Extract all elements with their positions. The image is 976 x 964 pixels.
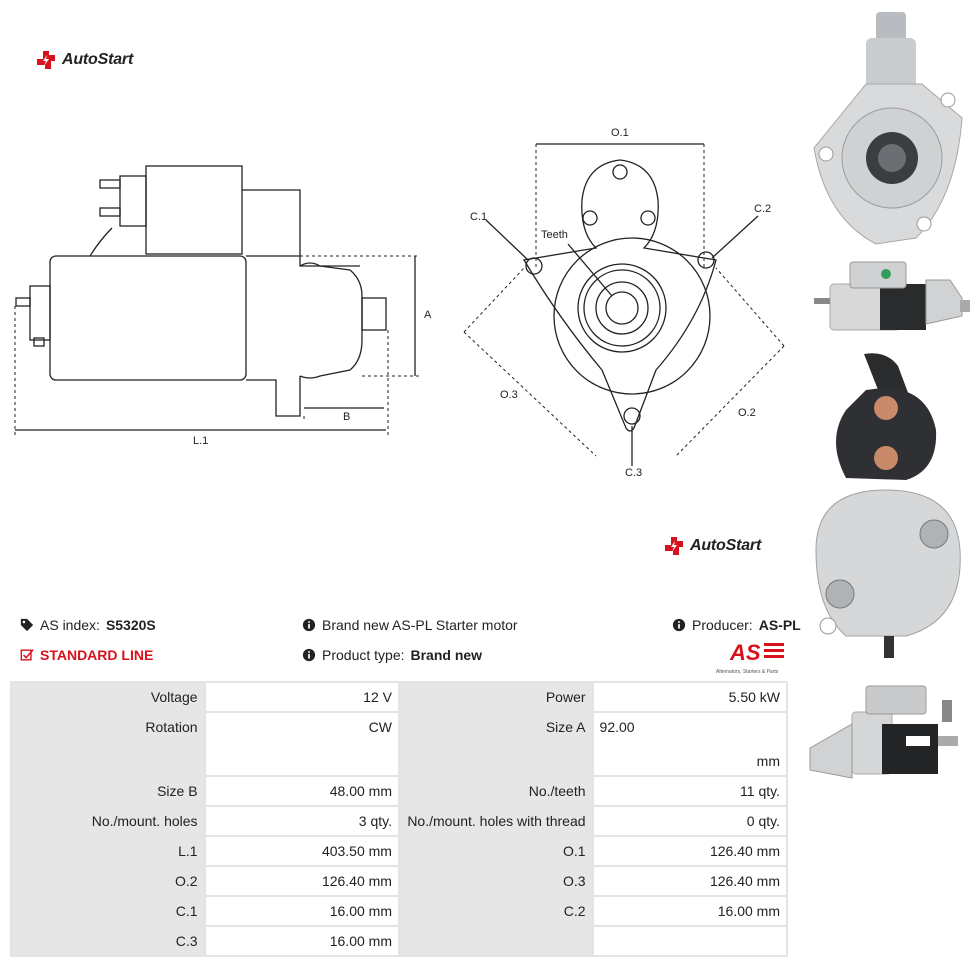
spec-value-unit: mm xyxy=(756,753,780,769)
check-square-icon xyxy=(20,649,34,661)
line-label: STANDARD LINE xyxy=(40,647,154,663)
product-description: Brand new AS-PL Starter motor xyxy=(302,617,518,633)
label-c1: C.1 xyxy=(470,211,487,223)
label-c2: C.2 xyxy=(754,203,771,215)
spec-label xyxy=(397,925,594,957)
flange-outline xyxy=(522,159,717,432)
spec-label: L.1 xyxy=(10,835,206,867)
label-l1: L.1 xyxy=(193,435,208,447)
spec-label: Voltage xyxy=(10,681,206,713)
product-type-value: Brand new xyxy=(410,647,483,663)
spec-label: O.1 xyxy=(397,835,594,867)
solenoid xyxy=(145,165,243,255)
product-photo-side[interactable] xyxy=(810,244,970,340)
info-icon xyxy=(672,618,686,632)
autostart-logo: AutoStart xyxy=(36,50,133,70)
spec-value: 11 qty. xyxy=(591,775,789,807)
as-index-value[interactable]: S5320S xyxy=(105,617,156,633)
spec-label: Power xyxy=(397,681,594,713)
logo-text: AutoStart xyxy=(690,537,762,554)
label-a: A xyxy=(424,309,432,321)
spec-value: 92.00 mm xyxy=(591,711,789,777)
product-type: Product type: Brand new xyxy=(302,647,482,663)
spec-value-number: 92.00 xyxy=(599,719,635,735)
spec-label: O.2 xyxy=(10,865,206,897)
spec-label: O.3 xyxy=(397,865,594,897)
autostart-logo-icon xyxy=(665,537,683,555)
spec-value: 126.40 mm xyxy=(591,835,789,867)
spec-value: 126.40 mm xyxy=(591,865,789,897)
spec-value: CW xyxy=(203,711,400,777)
product-type-label: Product type: xyxy=(322,647,405,663)
spec-value: 48.00 mm xyxy=(203,775,400,807)
spec-value: 16.00 mm xyxy=(591,895,789,927)
tags-icon xyxy=(20,618,34,632)
product-photo-rear[interactable] xyxy=(806,350,966,670)
spec-value: 16.00 mm xyxy=(203,895,400,927)
as-pl-logo: AS Alternators, Starters & Parts xyxy=(716,640,792,675)
svg-text:AS: AS xyxy=(729,640,761,664)
spec-label: Size A xyxy=(397,711,594,777)
spec-label: Size B xyxy=(10,775,206,807)
logo-text: AutoStart xyxy=(62,51,134,68)
technical-drawing: A B L.1 O.1 O.2 O.3 C.1 C.2 C.3 Teeth xyxy=(14,127,785,479)
line-badge: STANDARD LINE xyxy=(20,647,153,663)
product-desc-text: Brand new AS-PL Starter motor xyxy=(322,617,518,633)
spec-label: C.2 xyxy=(397,895,594,927)
as-pl-logo-mark: AS xyxy=(729,640,784,665)
producer-label: Producer: xyxy=(692,617,753,633)
spec-value xyxy=(591,925,789,957)
spec-value: 126.40 mm xyxy=(203,865,400,897)
spec-label: No./mount. holes xyxy=(10,805,206,837)
spec-value: 16.00 mm xyxy=(203,925,400,957)
producer: Producer: AS-PL xyxy=(672,617,801,633)
as-index: AS index: S5320S xyxy=(20,617,156,633)
spec-label: Rotation xyxy=(10,711,206,777)
spec-label: C.1 xyxy=(10,895,206,927)
spec-label: No./teeth xyxy=(397,775,594,807)
producer-value: AS-PL xyxy=(758,617,801,633)
spec-value: 12 V xyxy=(203,681,400,713)
label-o2: O.2 xyxy=(738,407,756,419)
spec-value: 0 qty. xyxy=(591,805,789,837)
spec-label: C.3 xyxy=(10,925,206,957)
spec-value: 5.50 kW xyxy=(591,681,789,713)
label-o1: O.1 xyxy=(611,127,629,139)
info-icon xyxy=(302,648,316,662)
label-c3: C.3 xyxy=(625,467,642,479)
info-icon xyxy=(302,618,316,632)
spec-value: 3 qty. xyxy=(203,805,400,837)
motor-body xyxy=(49,255,247,381)
as-index-label: AS index: xyxy=(40,617,100,633)
product-photo-front[interactable] xyxy=(806,8,966,248)
spec-value: 403.50 mm xyxy=(203,835,400,867)
as-pl-tagline: Alternators, Starters & Parts xyxy=(716,669,779,675)
product-photo-side-2[interactable] xyxy=(806,680,966,792)
label-b: B xyxy=(343,411,350,423)
label-o3: O.3 xyxy=(500,389,518,401)
autostart-logo-icon xyxy=(37,51,55,69)
label-teeth: Teeth xyxy=(541,229,568,241)
spec-label: No./mount. holes with thread xyxy=(397,805,594,837)
autostart-logo-secondary: AutoStart xyxy=(664,536,761,556)
